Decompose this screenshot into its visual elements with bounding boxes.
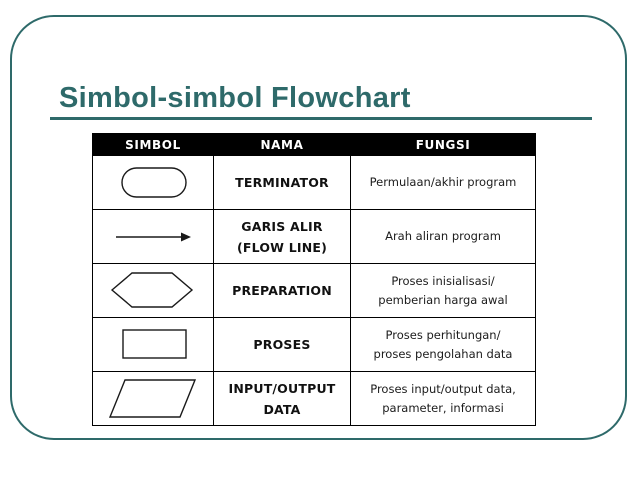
fungsi-cell: Proses perhitungan/ proses pengolahan da… bbox=[350, 317, 536, 372]
fungsi-cell: Proses input/output data, parameter, inf… bbox=[350, 371, 536, 426]
input-output-parallelogram-icon bbox=[108, 379, 196, 418]
nama-cell: PROSES bbox=[213, 317, 351, 372]
table-row: GARIS ALIR (FLOW LINE) Arah aliran progr… bbox=[92, 209, 536, 264]
symbol-cell bbox=[92, 263, 214, 318]
nama-cell: GARIS ALIR (FLOW LINE) bbox=[213, 209, 351, 264]
fungsi-cell: Permulaan/akhir program bbox=[350, 155, 536, 210]
title-underline bbox=[50, 117, 592, 120]
column-header-fungsi: FUNGSI bbox=[350, 133, 536, 156]
table-row: PROSES Proses perhitungan/ proses pengol… bbox=[92, 317, 536, 372]
fungsi-cell: Arah aliran program bbox=[350, 209, 536, 264]
flow-line-arrow-icon bbox=[115, 232, 191, 242]
symbol-cell bbox=[92, 155, 214, 210]
symbol-cell bbox=[92, 317, 214, 372]
table-header-row: SIMBOL NAMA FUNGSI bbox=[92, 133, 536, 156]
slide-border-frame bbox=[10, 15, 627, 440]
symbol-cell bbox=[92, 371, 214, 426]
preparation-hexagon-icon bbox=[110, 272, 193, 308]
nama-cell: INPUT/OUTPUT DATA bbox=[213, 371, 351, 426]
column-header-nama: NAMA bbox=[213, 133, 351, 156]
table-row: TERMINATOR Permulaan/akhir program bbox=[92, 155, 536, 210]
nama-cell: TERMINATOR bbox=[213, 155, 351, 210]
table-row: INPUT/OUTPUT DATA Proses input/output da… bbox=[92, 371, 536, 426]
table-row: PREPARATION Proses inisialisasi/ pemberi… bbox=[92, 263, 536, 318]
flowchart-symbol-table: SIMBOL NAMA FUNGSI TERMINATOR Permulaan/… bbox=[92, 133, 536, 426]
process-rectangle-icon bbox=[121, 329, 187, 359]
fungsi-cell: Proses inisialisasi/ pemberian harga awa… bbox=[350, 263, 536, 318]
column-header-simbol: SIMBOL bbox=[92, 133, 214, 156]
slide-title: Simbol-simbol Flowchart bbox=[59, 82, 411, 114]
nama-cell: PREPARATION bbox=[213, 263, 351, 318]
terminator-stadium-shape-icon bbox=[120, 167, 187, 198]
symbol-cell bbox=[92, 209, 214, 264]
